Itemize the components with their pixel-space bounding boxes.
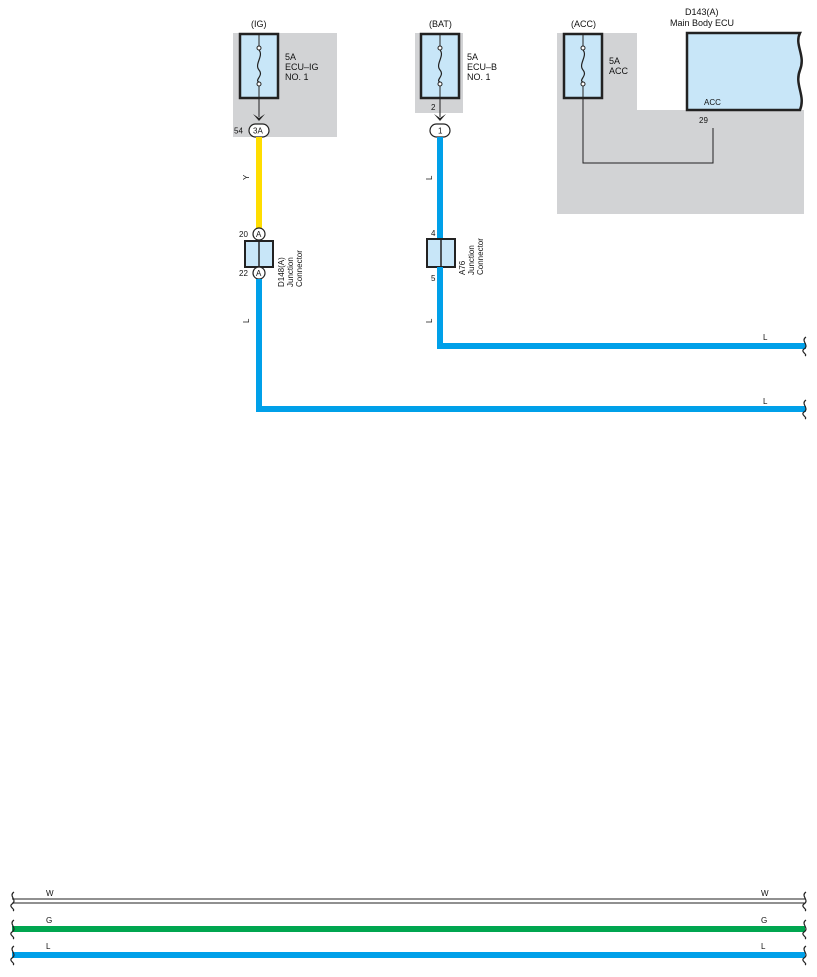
a76-code: A76 xyxy=(458,260,467,275)
wire-l-ig-branch-end-label: L xyxy=(763,397,768,406)
ecu-ig-fuse-number: NO. 1 xyxy=(285,72,309,82)
ig-source-label: (IG) xyxy=(251,19,267,29)
a76-pin-bottom: 5 xyxy=(431,274,436,283)
main-body-ecu-code: D143(A) xyxy=(685,7,719,17)
wire-l-bat-branch xyxy=(437,267,806,349)
main-body-ecu-box xyxy=(685,31,803,112)
wire-l-ig-branch-label: L xyxy=(242,318,251,323)
bat-connector-arrow xyxy=(434,114,446,121)
wire-l-bat-branch-end-label: L xyxy=(763,333,768,342)
wire-w-end-label: W xyxy=(761,889,769,898)
a76-line2: Connector xyxy=(476,238,485,275)
wire-break-marks xyxy=(10,891,807,966)
bat-connector-label: 1 xyxy=(438,127,443,136)
d148-code: D148(A) xyxy=(277,257,286,287)
acc-fuse-icon xyxy=(580,34,586,98)
wire-acc xyxy=(582,98,714,164)
wire-l-bottom-end-label: L xyxy=(761,942,766,951)
ecu-b-fuse-icon xyxy=(437,34,443,98)
acc-ecu-area xyxy=(557,33,804,214)
main-body-ecu-terminal-pin: 29 xyxy=(699,116,708,125)
bat-source-label: (BAT) xyxy=(429,19,452,29)
ecu-b-fuse-name: ECU–B xyxy=(467,62,497,72)
wire-l-bat-branch-label: L xyxy=(425,318,434,323)
ecu-ig-fuse-icon xyxy=(256,34,262,98)
wire-continuation-mark xyxy=(802,399,807,420)
d148-line2: Connector xyxy=(295,250,304,287)
d148-line1: Junction xyxy=(286,257,295,287)
ecu-b-fuse-number: NO. 1 xyxy=(467,72,491,82)
wire-l-bottom-start-label: L xyxy=(46,942,51,951)
d148-pin-top: 20 xyxy=(239,230,248,239)
wire-w-start-label: W xyxy=(46,889,54,898)
ig-connector-pin: 54 xyxy=(234,127,243,136)
a76-line1: Junction xyxy=(467,245,476,275)
a76-pin-top: 4 xyxy=(431,229,436,238)
main-body-ecu-terminal-label: ACC xyxy=(704,98,721,107)
ecu-ig-fuse-rating: 5A xyxy=(285,52,296,62)
wire-y-label: Y xyxy=(242,174,251,180)
wire-l-bat-label: L xyxy=(425,175,434,180)
wire-l-ig-branch xyxy=(256,279,806,412)
d148-pin-bottom: 22 xyxy=(239,269,248,278)
ig-connector-label: 3A xyxy=(253,127,263,136)
main-body-ecu-name: Main Body ECU xyxy=(670,18,734,28)
d148-top-mark: A xyxy=(256,230,262,239)
bat-connector-pin: 2 xyxy=(431,103,436,112)
acc-fuse-rating: 5A xyxy=(609,56,620,66)
wire-continuation-mark xyxy=(802,336,807,357)
d148-bottom-mark: A xyxy=(256,269,262,278)
wire-g-start-label: G xyxy=(46,916,52,925)
ecu-b-fuse-rating: 5A xyxy=(467,52,478,62)
acc-source-label: (ACC) xyxy=(571,19,596,29)
ecu-ig-fuse-name: ECU–IG xyxy=(285,62,319,72)
acc-fuse-name: ACC xyxy=(609,66,629,76)
wire-g-end-label: G xyxy=(761,916,767,925)
ig-connector-arrow xyxy=(253,114,265,121)
